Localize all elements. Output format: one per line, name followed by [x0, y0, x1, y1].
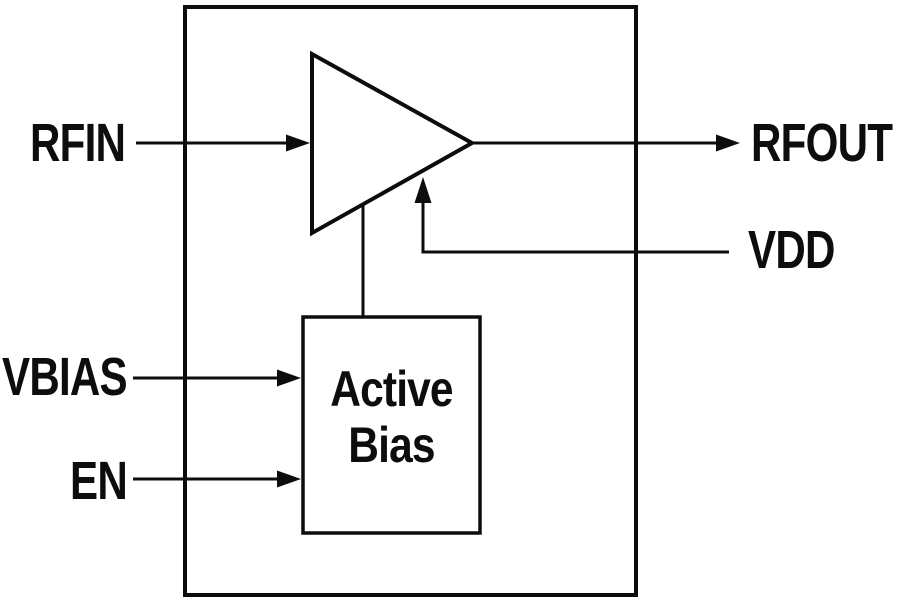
vdd-wire: [421, 200, 729, 254]
active-bias-label-line1: Active: [330, 361, 453, 417]
vbias-arrowhead-icon: [277, 369, 301, 387]
active-bias-label-line2: Bias: [348, 417, 435, 473]
en-arrowhead-icon: [277, 470, 301, 488]
active-bias-label: Active Bias: [316, 361, 466, 473]
pin-label-rfin: RFIN: [30, 113, 126, 173]
pin-label-rfout: RFOUT: [751, 113, 893, 173]
amplifier-triangle-icon: [310, 50, 477, 237]
ic-boundary-box: [183, 5, 638, 597]
vdd-arrowhead-icon: [414, 177, 432, 203]
active-bias-box: [301, 315, 482, 535]
rfin-arrowhead-icon: [286, 134, 310, 152]
rfout-arrowhead-icon: [716, 134, 740, 152]
pin-label-vdd: VDD: [748, 220, 835, 280]
pin-label-en: EN: [70, 451, 128, 511]
pin-label-vbias: VBIAS: [2, 347, 128, 407]
